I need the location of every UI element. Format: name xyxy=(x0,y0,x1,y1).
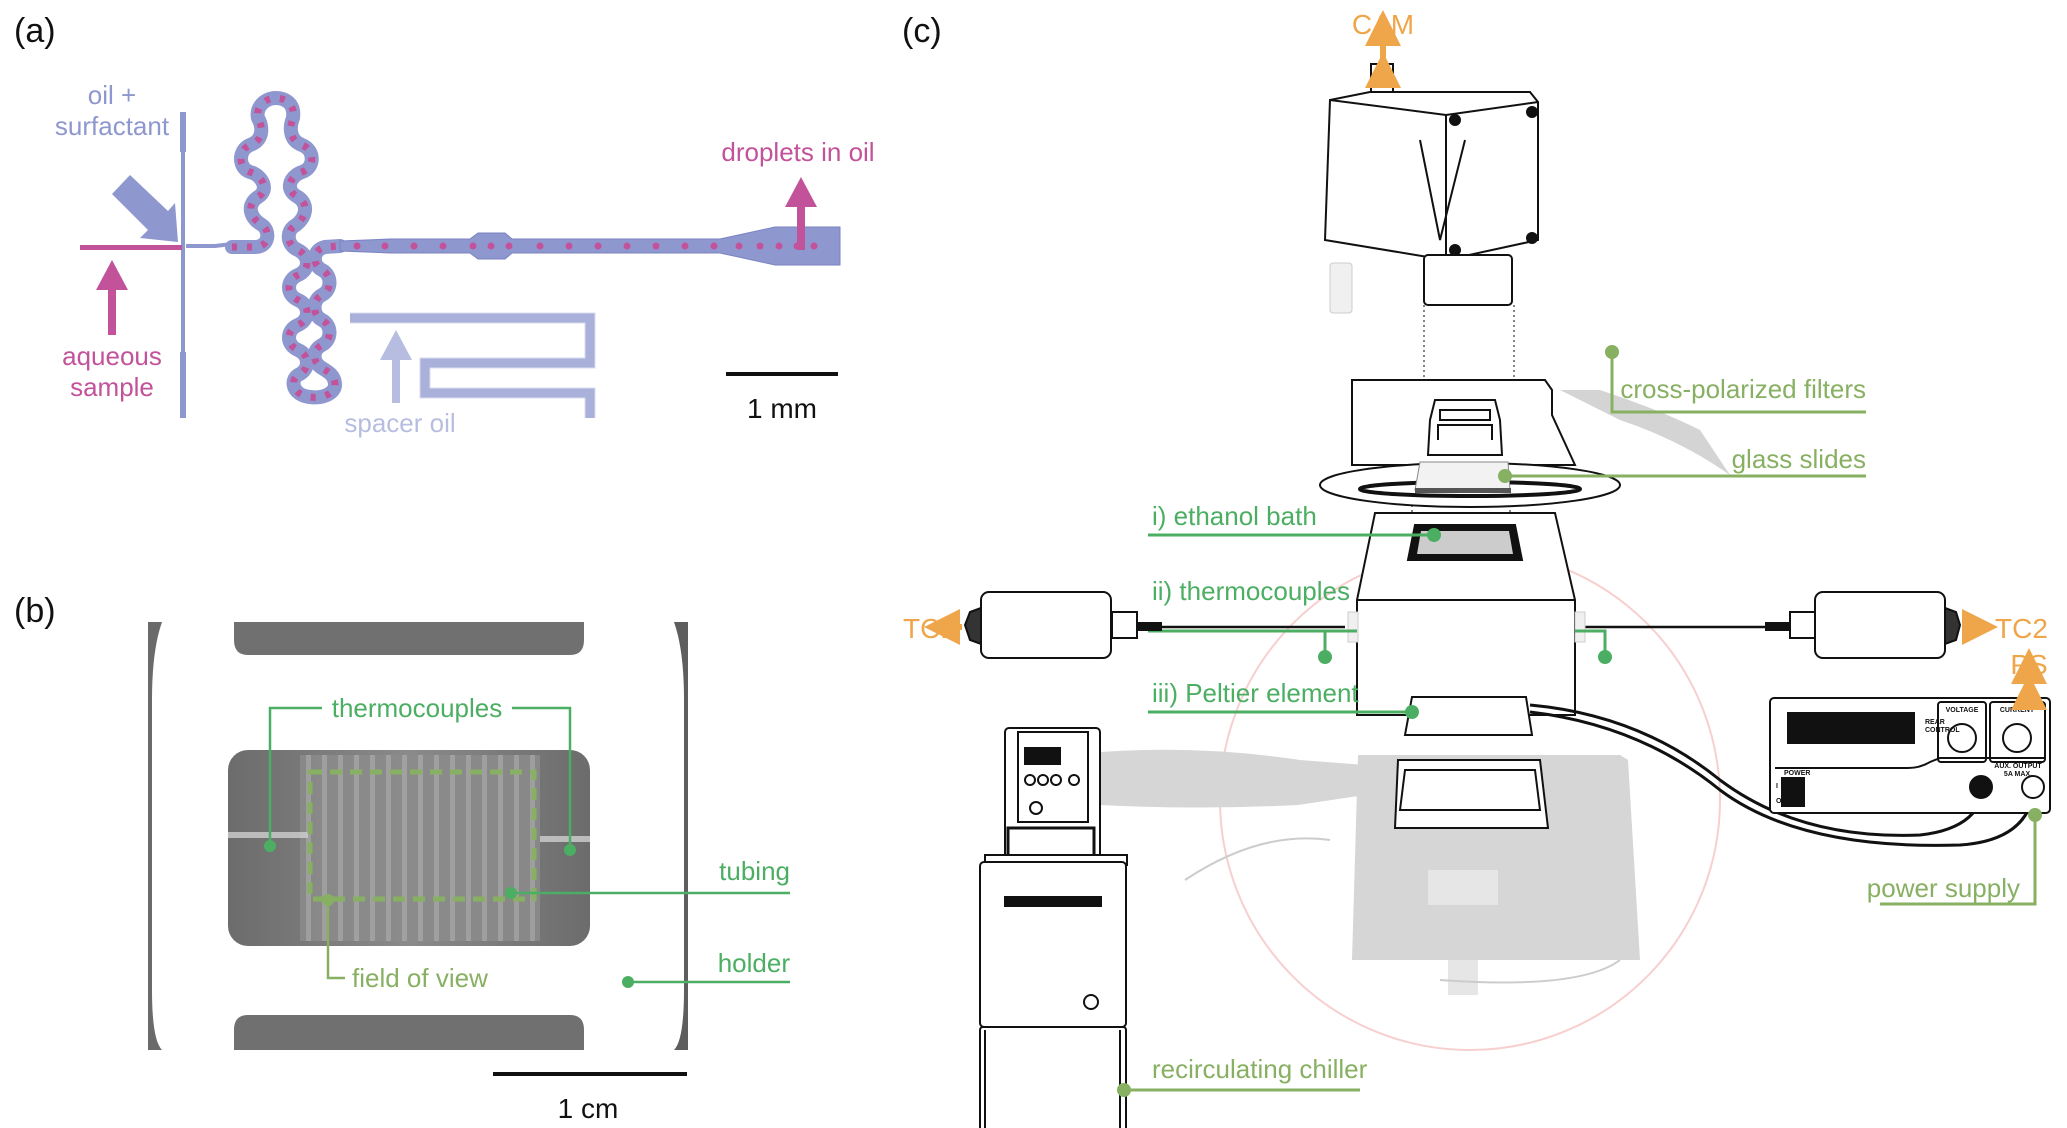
aqueous-inlet-channel xyxy=(80,245,182,250)
scale-bar-b-label: 1 cm xyxy=(558,1093,619,1124)
thermocouple-dot-left xyxy=(264,840,276,852)
thermocouple-port-right xyxy=(1574,611,1586,643)
peltier-label: iii) Peltier element xyxy=(1152,678,1359,708)
thermocouple-dot-c-right xyxy=(1598,650,1612,664)
rear-control-label-2: CONTROL xyxy=(1925,727,1960,734)
power-label: POWER xyxy=(1784,770,1810,777)
cross-polarized-dot xyxy=(1605,345,1619,359)
power-supply-leader xyxy=(1880,815,2037,906)
slide-holder xyxy=(1426,399,1504,456)
voltage-label: VOLTAGE xyxy=(1946,707,1979,714)
spacer-oil-label: spacer oil xyxy=(344,408,455,438)
power-supply-labels: VOLTAGE CURRENT REAR CONTROL POWER I O A… xyxy=(1776,707,2042,805)
chiller-label: recirculating chiller xyxy=(1152,1054,1368,1084)
camera-icon xyxy=(1323,63,1539,306)
glass-slides-dot xyxy=(1498,469,1512,483)
ps-label: PS xyxy=(2010,649,2047,680)
power-supply-dot xyxy=(2028,808,2042,822)
ethanol-bath-block xyxy=(1356,512,1576,716)
panel-c: (c) CAM xyxy=(902,9,2051,1128)
cross-polarized-leader xyxy=(1610,352,1866,414)
panel-b-label: (b) xyxy=(14,592,56,630)
panel-b: (b) thermocouples tubing field of view xyxy=(14,592,790,1124)
glass-slides xyxy=(1414,461,1511,491)
glass-slide-edge xyxy=(1415,488,1511,493)
holder-dot xyxy=(622,976,634,988)
aux-output-label-2: 5A MAX. xyxy=(2004,771,2032,778)
oil-inlet-channel xyxy=(180,112,186,418)
aqueous-label-1: aqueous xyxy=(62,341,162,371)
field-of-view-label: field of view xyxy=(352,963,488,993)
chiller-dot xyxy=(1117,1083,1131,1097)
thermocouple-port-left xyxy=(1347,611,1359,643)
panel-a: (a) xyxy=(14,12,875,438)
field-of-view-dot xyxy=(322,894,334,906)
holder-label: holder xyxy=(718,948,791,978)
spacer-oil-channel xyxy=(350,313,595,418)
oil-surfactant-label-2: surfactant xyxy=(55,111,170,141)
ethanol-bath-label: i) ethanol bath xyxy=(1152,501,1317,531)
power-supply xyxy=(1769,697,2051,814)
current-label: CURRENT xyxy=(2000,707,2035,714)
peltier-dot xyxy=(1405,705,1419,719)
field-of-view-leader xyxy=(326,900,345,980)
serpentine-channel xyxy=(225,90,347,405)
field-of-view-box xyxy=(307,769,537,902)
droplets-label: droplets in oil xyxy=(721,137,874,167)
aqueous-label-2: sample xyxy=(70,372,154,402)
rear-control-label-1: REAR xyxy=(1925,719,1945,726)
tc2-reader xyxy=(1765,591,1962,659)
switch-on-label: I xyxy=(1776,783,1778,790)
tubing-dot xyxy=(505,887,517,899)
aqueous-arrow-icon xyxy=(96,260,128,335)
peltier-element xyxy=(1393,696,1550,829)
scale-bar-a xyxy=(726,372,838,376)
droplets-arrow-icon xyxy=(785,177,817,250)
stage-background xyxy=(1100,749,1640,995)
scale-bar-a-label: 1 mm xyxy=(747,393,817,424)
thermocouple-dot-c-left xyxy=(1318,650,1332,664)
outlet-channel xyxy=(339,226,841,266)
panel-c-label: (c) xyxy=(902,12,942,50)
tubing-label: tubing xyxy=(719,856,790,886)
scale-bar-b xyxy=(493,1072,687,1076)
aux-output-label-1: AUX. OUTPUT xyxy=(1994,763,2042,770)
cam-label: CAM xyxy=(1352,9,1414,40)
oil-surfactant-label-1: oil + xyxy=(88,80,136,110)
glass-slides-label: glass slides xyxy=(1732,444,1866,474)
panel-a-label: (a) xyxy=(14,12,56,50)
tc2-label: TC2 xyxy=(1995,613,2048,644)
tc1-reader xyxy=(963,591,1162,659)
recirculating-chiller xyxy=(979,727,1128,1128)
spacer-oil-arrow-icon xyxy=(380,330,412,403)
power-supply-label: power supply xyxy=(1867,873,2020,903)
thermocouples-c-label: ii) thermocouples xyxy=(1152,576,1350,606)
thermocouple-dot-right xyxy=(564,844,576,856)
tc1-label: TC1 xyxy=(903,613,956,644)
thermocouples-b-label: thermocouples xyxy=(332,693,503,723)
cross-polarized-label: cross-polarized filters xyxy=(1620,374,1866,404)
thermocouples-leader xyxy=(268,706,572,850)
power-cables xyxy=(1529,703,2037,847)
oil-arrow-icon xyxy=(112,175,178,242)
switch-off-label: O xyxy=(1776,798,1782,805)
ethanol-bath-dot xyxy=(1427,528,1441,542)
